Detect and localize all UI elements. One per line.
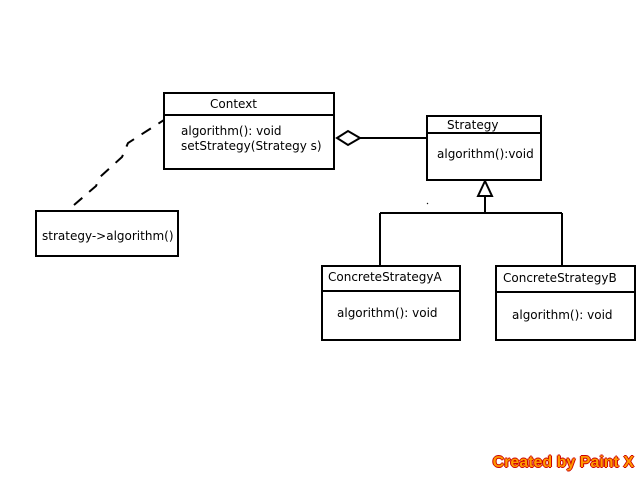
concrete-strategy-b-divider bbox=[497, 291, 634, 293]
credit-watermark: Created by Paint X bbox=[492, 454, 634, 471]
concrete-strategy-a-divider bbox=[323, 290, 459, 292]
concrete-strategy-b-name: ConcreteStrategyB bbox=[503, 271, 617, 285]
context-class-divider bbox=[165, 114, 333, 116]
context-member-algorithm: algorithm(): void bbox=[181, 124, 282, 138]
concrete-b-member-algorithm: algorithm(): void bbox=[512, 308, 613, 322]
concrete-strategy-a-box[interactable]: ConcreteStrategyA algorithm(): void bbox=[321, 265, 461, 341]
context-class-box[interactable]: Context algorithm(): void setStrategy(St… bbox=[163, 92, 335, 170]
context-class-name: Context bbox=[210, 97, 258, 111]
strategy-member-algorithm: algorithm():void bbox=[437, 147, 534, 161]
strategy-class-divider bbox=[428, 132, 540, 134]
stray-mark bbox=[426, 202, 429, 205]
note-box[interactable]: strategy->algorithm() bbox=[35, 210, 179, 257]
context-member-setstrategy: setStrategy(Strategy s) bbox=[181, 139, 322, 153]
strategy-class-box[interactable]: Strategy algorithm():void bbox=[426, 115, 542, 181]
concrete-strategy-a-name: ConcreteStrategyA bbox=[328, 270, 442, 284]
concrete-strategy-b-box[interactable]: ConcreteStrategyB algorithm(): void bbox=[495, 265, 636, 341]
aggregation-diamond bbox=[335, 129, 362, 147]
note-text: strategy->algorithm() bbox=[42, 229, 174, 243]
strategy-class-name: Strategy bbox=[447, 118, 499, 132]
note-link-line bbox=[73, 119, 165, 206]
generalization-arrowhead bbox=[476, 178, 494, 197]
concrete-a-member-algorithm: algorithm(): void bbox=[337, 306, 438, 320]
